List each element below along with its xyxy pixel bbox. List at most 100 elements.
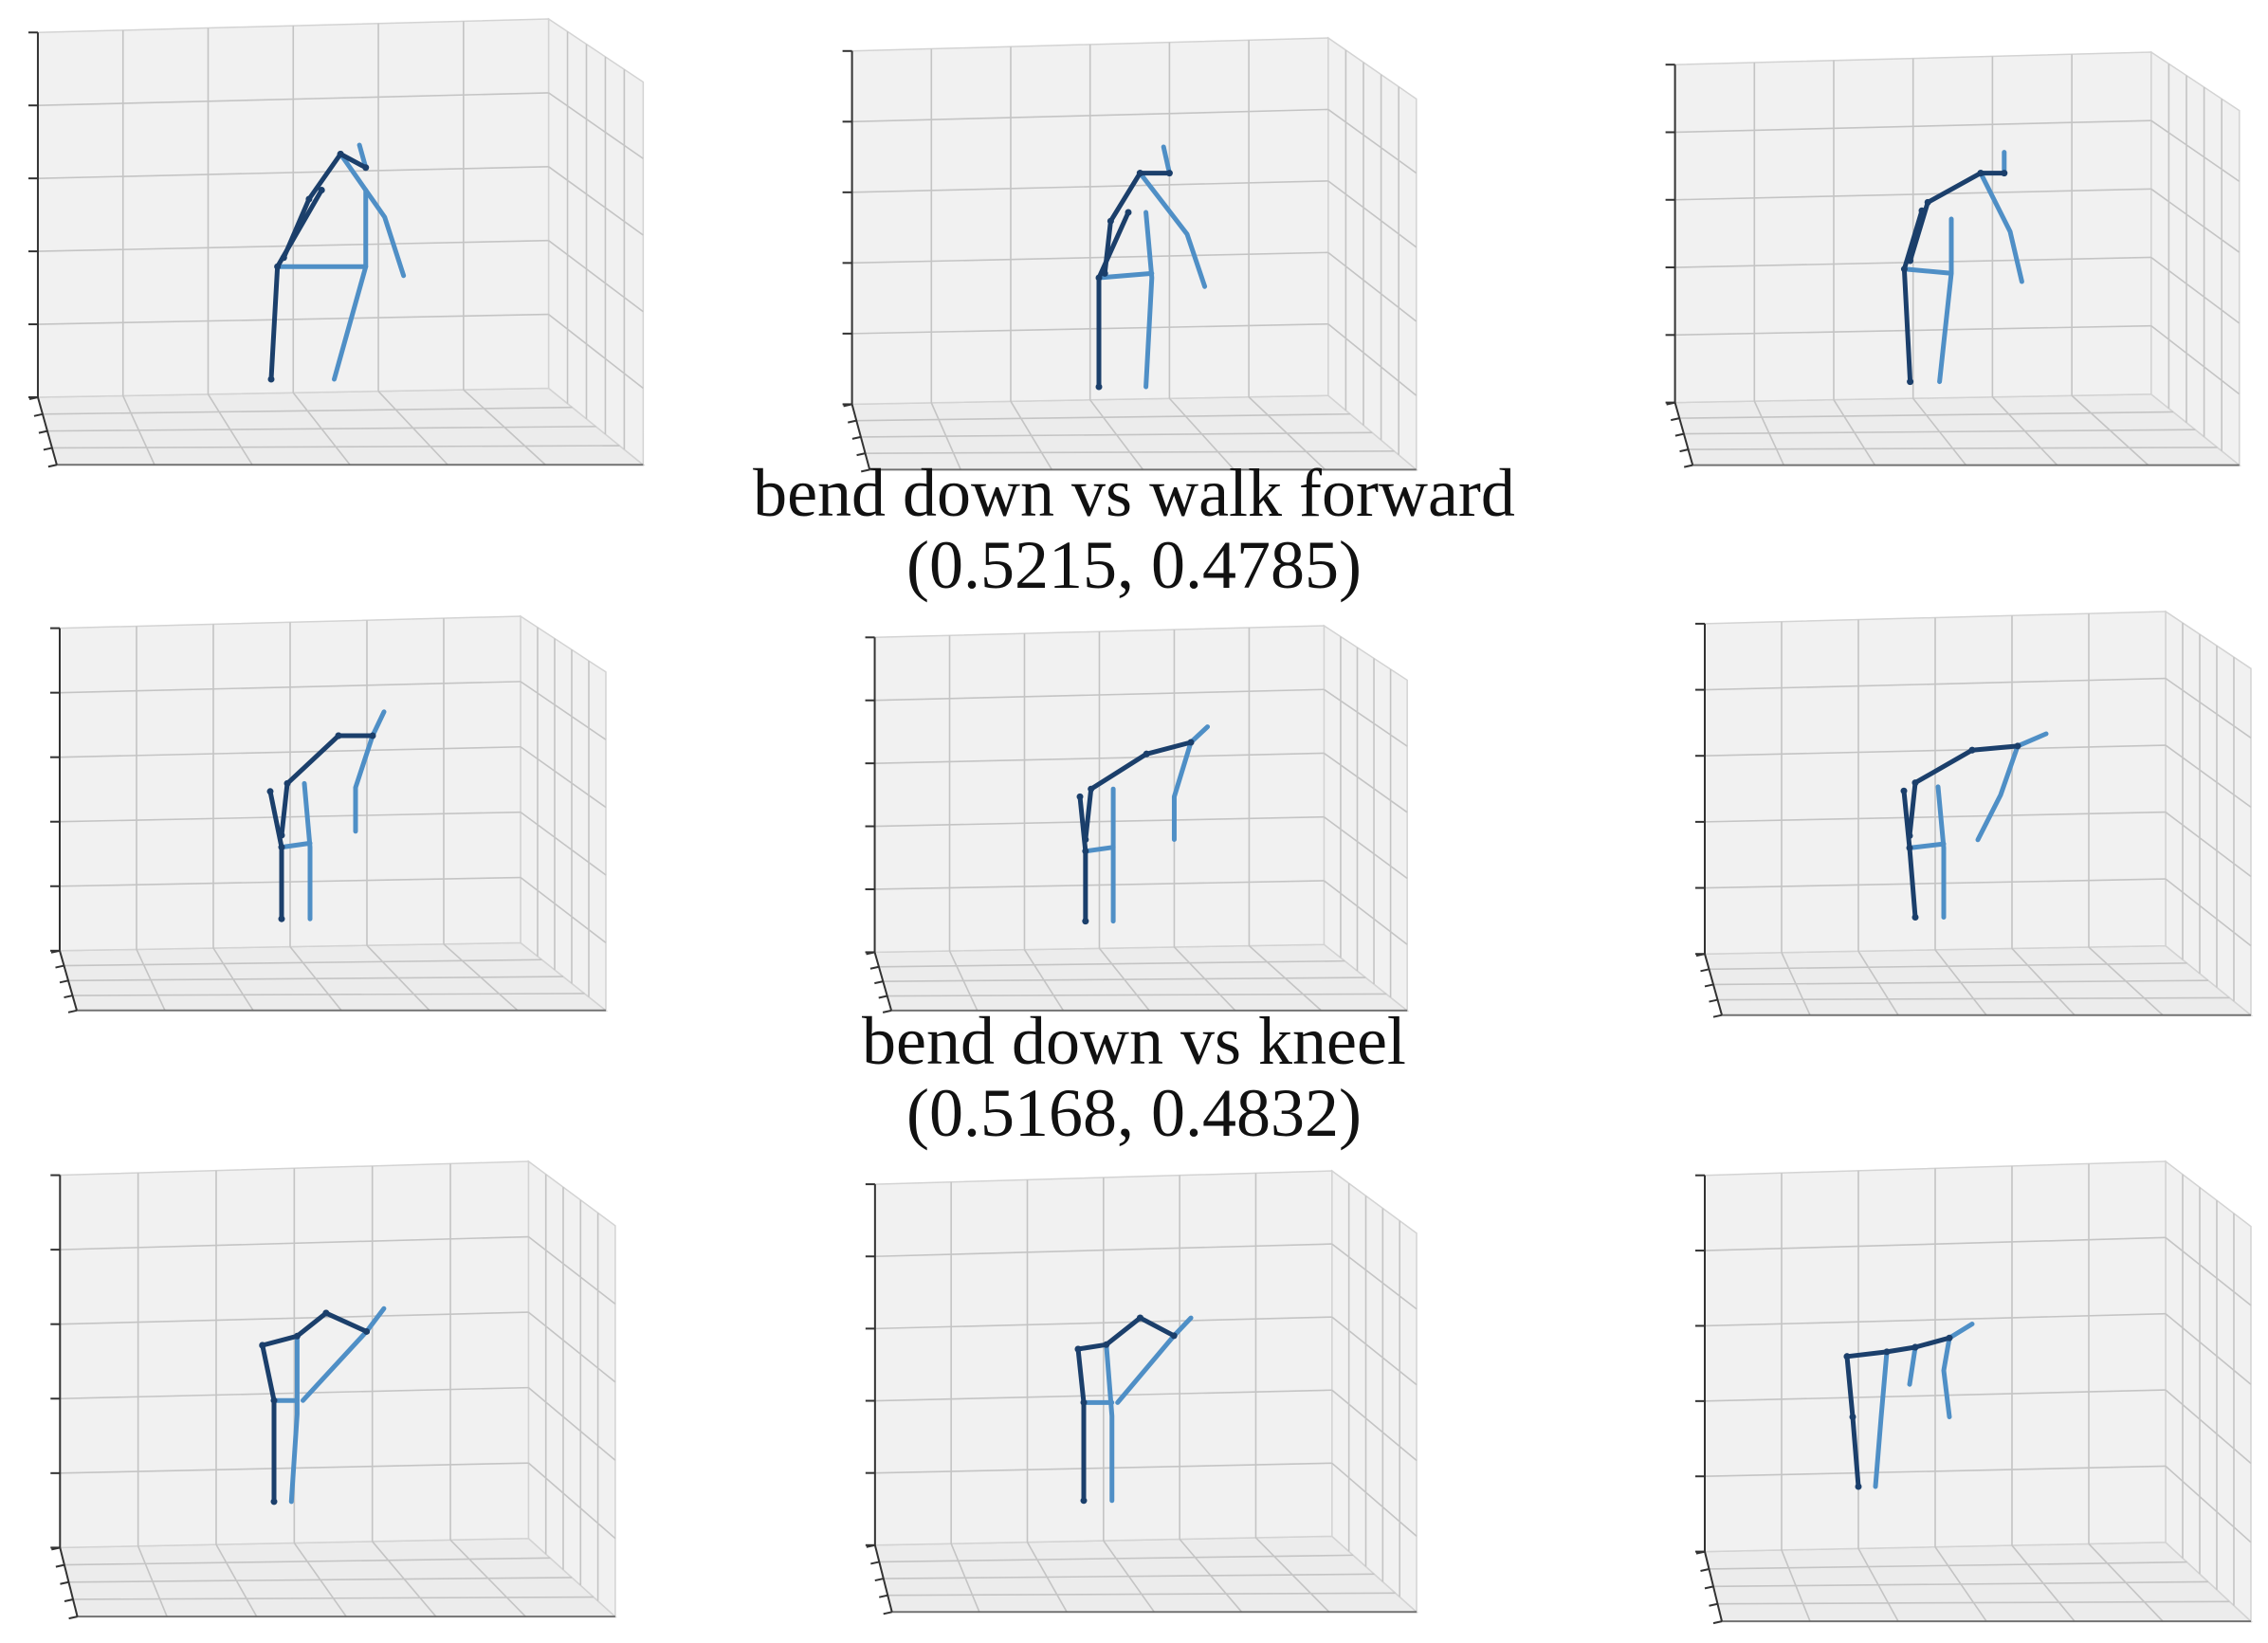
y-axis-tick bbox=[848, 419, 857, 424]
grid-line bbox=[1674, 188, 2151, 201]
grid-line bbox=[860, 431, 1373, 438]
skeleton-joint bbox=[293, 1332, 301, 1340]
grid-line bbox=[548, 166, 644, 236]
side-pane bbox=[520, 614, 607, 1013]
skeleton-plot-3d bbox=[1695, 610, 2254, 1018]
y-axis bbox=[873, 1544, 893, 1613]
grid-line bbox=[548, 240, 644, 313]
plot-panel-r2c3 bbox=[1688, 610, 2257, 1019]
skeleton-plot-3d bbox=[865, 624, 1410, 1013]
y-axis-tick bbox=[883, 1611, 892, 1616]
grid-line bbox=[548, 313, 644, 390]
skeleton-joint bbox=[1911, 914, 1919, 921]
skeleton-joint bbox=[1076, 793, 1084, 800]
grid-line bbox=[1704, 744, 2167, 758]
plot-panel-r3c3 bbox=[1688, 1159, 2257, 1626]
y-axis-tick bbox=[55, 964, 64, 969]
skeleton-joint bbox=[2014, 742, 2021, 750]
side-pane bbox=[2165, 1159, 2252, 1623]
grid-line bbox=[548, 92, 644, 159]
skeleton-joint bbox=[1968, 746, 1976, 754]
skeleton-limb-right bbox=[1171, 739, 1194, 842]
skeleton-joint bbox=[1080, 1398, 1088, 1406]
grid-line bbox=[851, 251, 1328, 265]
caption-2-scores: (0.5168, 0.4832) bbox=[906, 1075, 1362, 1151]
grid-line bbox=[1704, 1389, 2167, 1402]
grid-line bbox=[2165, 1389, 2252, 1465]
y-axis-tick bbox=[1679, 448, 1689, 453]
grid-line bbox=[60, 1311, 529, 1325]
grid-line bbox=[64, 958, 542, 967]
plot-panel-r3c2 bbox=[858, 1169, 1422, 1616]
y-axis-tick bbox=[68, 1616, 78, 1620]
side-pane bbox=[1331, 1169, 1418, 1614]
skeleton bbox=[1095, 144, 1208, 391]
skeleton-joint bbox=[1107, 217, 1114, 225]
skeleton-joint bbox=[270, 1397, 278, 1404]
grid-line bbox=[874, 880, 1325, 890]
skeleton-joint bbox=[284, 779, 291, 787]
y-axis-tick bbox=[879, 1594, 888, 1598]
skeleton-joint bbox=[1095, 383, 1103, 391]
grid-line bbox=[1327, 108, 1418, 174]
grid-line bbox=[1331, 1243, 1418, 1310]
skeleton-limb-left bbox=[1138, 1315, 1177, 1339]
skeleton bbox=[1074, 1314, 1194, 1505]
y-axis-tick bbox=[874, 1578, 884, 1582]
grid-line bbox=[60, 1386, 529, 1400]
y-axis-tick bbox=[1712, 1620, 1723, 1625]
skeleton-limb-right bbox=[1935, 784, 1947, 920]
y-axis bbox=[873, 952, 893, 1012]
grid-line bbox=[1327, 251, 1418, 322]
skeleton-joint bbox=[259, 1342, 266, 1349]
grid-line bbox=[887, 993, 1387, 997]
grid-line bbox=[874, 815, 1325, 828]
caption-1-scores: (0.5215, 0.4785) bbox=[906, 527, 1362, 603]
y-axis-tick bbox=[1695, 953, 1706, 958]
grid-line bbox=[874, 752, 1325, 764]
y-axis-tick bbox=[38, 429, 48, 434]
skeleton-limb-right bbox=[279, 840, 313, 850]
plot-panel-r2c2 bbox=[858, 624, 1413, 1014]
y-axis bbox=[1704, 1551, 1723, 1622]
grid-line bbox=[1704, 1312, 2167, 1327]
grid-line bbox=[46, 426, 596, 432]
grid-line bbox=[2150, 188, 2241, 253]
grid-line bbox=[60, 1235, 529, 1251]
y-axis-tick bbox=[860, 468, 870, 473]
grid-line bbox=[883, 977, 1366, 982]
side-pane bbox=[527, 1159, 616, 1618]
skeleton-limb-right bbox=[302, 780, 313, 922]
y-axis-tick bbox=[64, 995, 73, 999]
y-axis-tick bbox=[1666, 401, 1675, 406]
skeleton-limb-left bbox=[1143, 739, 1194, 757]
skeleton-limb-right bbox=[370, 709, 387, 739]
y-axis-tick bbox=[1700, 968, 1710, 973]
side-pane bbox=[2150, 50, 2241, 467]
y-axis-tick bbox=[33, 412, 44, 417]
skeleton-joint bbox=[1946, 1334, 1953, 1342]
grid-line bbox=[2165, 1313, 2252, 1385]
y-axis bbox=[850, 404, 871, 470]
skeleton bbox=[1900, 150, 2024, 386]
grid-line bbox=[2150, 325, 2241, 395]
grid-line bbox=[42, 406, 573, 415]
grid-line bbox=[2165, 677, 2252, 739]
grid-line bbox=[1712, 979, 2209, 986]
grid-line bbox=[2165, 744, 2252, 809]
grid-line bbox=[520, 876, 607, 944]
y-axis-tick bbox=[856, 452, 866, 457]
skeleton-joint bbox=[2001, 170, 2008, 177]
grid-line bbox=[59, 811, 521, 823]
skeleton-joint bbox=[1082, 918, 1089, 925]
y-axis-tick bbox=[870, 1561, 880, 1565]
skeleton-joint bbox=[1883, 1348, 1891, 1356]
grid-line bbox=[1674, 256, 2151, 268]
grid-line bbox=[874, 688, 1325, 702]
skeleton-plot-3d bbox=[842, 36, 1418, 473]
skeleton-joint bbox=[1136, 170, 1143, 177]
y-axis-tick bbox=[55, 1563, 65, 1568]
grid-line bbox=[64, 1557, 551, 1566]
y-axis-tick bbox=[869, 965, 880, 970]
skeleton-limb-right bbox=[1901, 266, 1954, 276]
